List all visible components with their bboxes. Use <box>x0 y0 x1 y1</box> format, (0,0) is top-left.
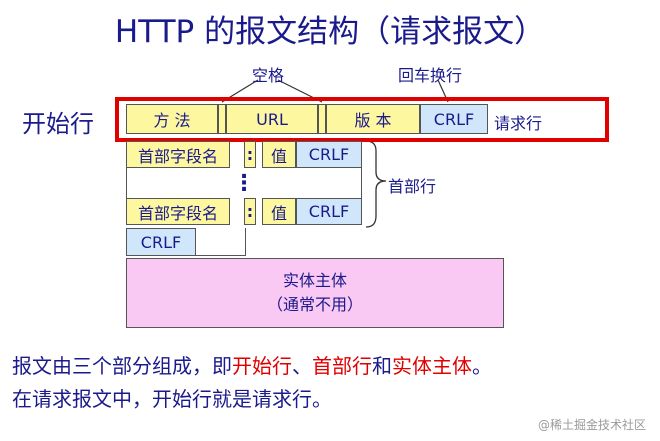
description-text: 、 <box>292 354 312 378</box>
watermark: @稀土掘金技术社区 <box>537 418 646 432</box>
request-line-label: 请求行 <box>494 114 543 133</box>
blank-line-tail <box>196 228 246 256</box>
description-text: 。 <box>472 354 492 378</box>
crlf-label: 回车换行 <box>398 66 463 85</box>
header-ellipsis: ⋮ <box>126 168 362 198</box>
entity-body-term: 实体主体 <box>392 354 472 378</box>
start-line-highlight <box>115 97 609 142</box>
entity-body-note: （通常不用） <box>266 295 363 314</box>
entity-body: 实体主体 （通常不用） <box>126 258 504 328</box>
description-text: 报文由三个部分组成，即 <box>12 354 232 378</box>
version-cell: 版 本 <box>326 104 420 134</box>
header-field-name-cell: 首部字段名 <box>126 141 230 168</box>
url-cell: URL <box>226 104 318 134</box>
header-crlf-cell: CRLF <box>296 141 362 168</box>
space-label: 空格 <box>252 66 285 85</box>
diagram-title: HTTP 的报文结构（请求报文） <box>114 14 546 50</box>
header-value-cell: 值 <box>262 198 296 225</box>
header-colon-cell: : <box>244 141 256 168</box>
header-field-name-cell: 首部字段名 <box>126 198 230 225</box>
request-crlf-cell: CRLF <box>420 104 488 134</box>
space-cell-1 <box>218 104 226 134</box>
header-colon-cell: : <box>244 198 256 225</box>
start-line-term: 开始行 <box>232 354 292 378</box>
method-cell: 方 法 <box>126 104 218 134</box>
description-line-2: 在请求报文中，开始行就是请求行。 <box>12 387 332 411</box>
entity-body-title: 实体主体 <box>282 271 347 290</box>
description-line-1: 报文由三个部分组成，即开始行、首部行和实体主体。 <box>12 350 492 379</box>
header-crlf-cell: CRLF <box>296 198 362 225</box>
start-line-label: 开始行 <box>22 110 94 138</box>
header-lines-term: 首部行 <box>312 354 372 378</box>
description-text: 和 <box>372 354 392 378</box>
space-cell-2 <box>318 104 326 134</box>
header-value-cell: 值 <box>262 141 296 168</box>
blank-line-crlf-cell: CRLF <box>126 228 196 256</box>
header-lines-label: 首部行 <box>388 177 437 196</box>
